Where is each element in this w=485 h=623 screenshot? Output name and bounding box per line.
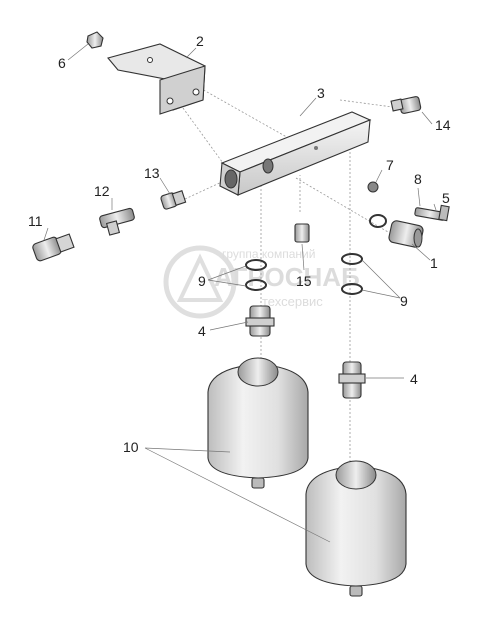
manifold-bar-part xyxy=(219,111,372,196)
watermark-line2: АГРОСНАБ xyxy=(214,262,360,292)
tee-part-12 xyxy=(99,207,135,236)
callout-4-right: 4 xyxy=(410,371,418,387)
callout-8: 8 xyxy=(414,171,422,187)
callout-leaders xyxy=(43,43,437,543)
callout-13: 13 xyxy=(144,165,160,181)
callout-9-left: 9 xyxy=(198,273,206,289)
callout-9-right: 9 xyxy=(400,293,408,309)
callout-10: 10 xyxy=(123,439,139,455)
callout-11: 11 xyxy=(28,213,43,229)
ring-part-8 xyxy=(369,214,387,228)
callout-4-left: 4 xyxy=(198,323,206,339)
o-rings-part-9 xyxy=(245,253,363,295)
nut-part-6 xyxy=(86,31,104,49)
callout-6: 6 xyxy=(58,55,66,71)
bracket-part xyxy=(107,43,206,115)
callout-12: 12 xyxy=(94,183,110,199)
callout-labels: 2 6 3 14 13 12 11 7 8 5 1 9 9 15 4 4 10 xyxy=(28,33,451,455)
accumulator-part-10-left xyxy=(207,357,309,489)
cap-part-1 xyxy=(388,220,424,248)
watermark-line1: группа компаний xyxy=(222,247,315,261)
washer-part-7 xyxy=(367,181,379,193)
accumulator-part-10-right xyxy=(305,460,407,597)
watermark-logo: группа компаний АГРОСНАБ техсервис xyxy=(163,245,360,319)
adapter-part-4-right xyxy=(338,361,366,399)
callout-7: 7 xyxy=(386,157,394,173)
connector-part-11 xyxy=(32,233,75,262)
callout-5: 5 xyxy=(442,190,450,206)
callout-14: 14 xyxy=(435,117,451,133)
callout-3: 3 xyxy=(317,85,325,101)
bolt-part-5 xyxy=(414,204,450,222)
fitting-part-14 xyxy=(390,96,422,114)
callout-2: 2 xyxy=(196,33,204,49)
callout-15: 15 xyxy=(296,273,312,289)
adapter-part-4-left xyxy=(245,305,275,337)
callout-1: 1 xyxy=(430,255,438,271)
watermark-line3: техсервис xyxy=(262,294,323,309)
nipple-part-15 xyxy=(294,223,310,243)
fitting-part-13 xyxy=(160,190,187,210)
